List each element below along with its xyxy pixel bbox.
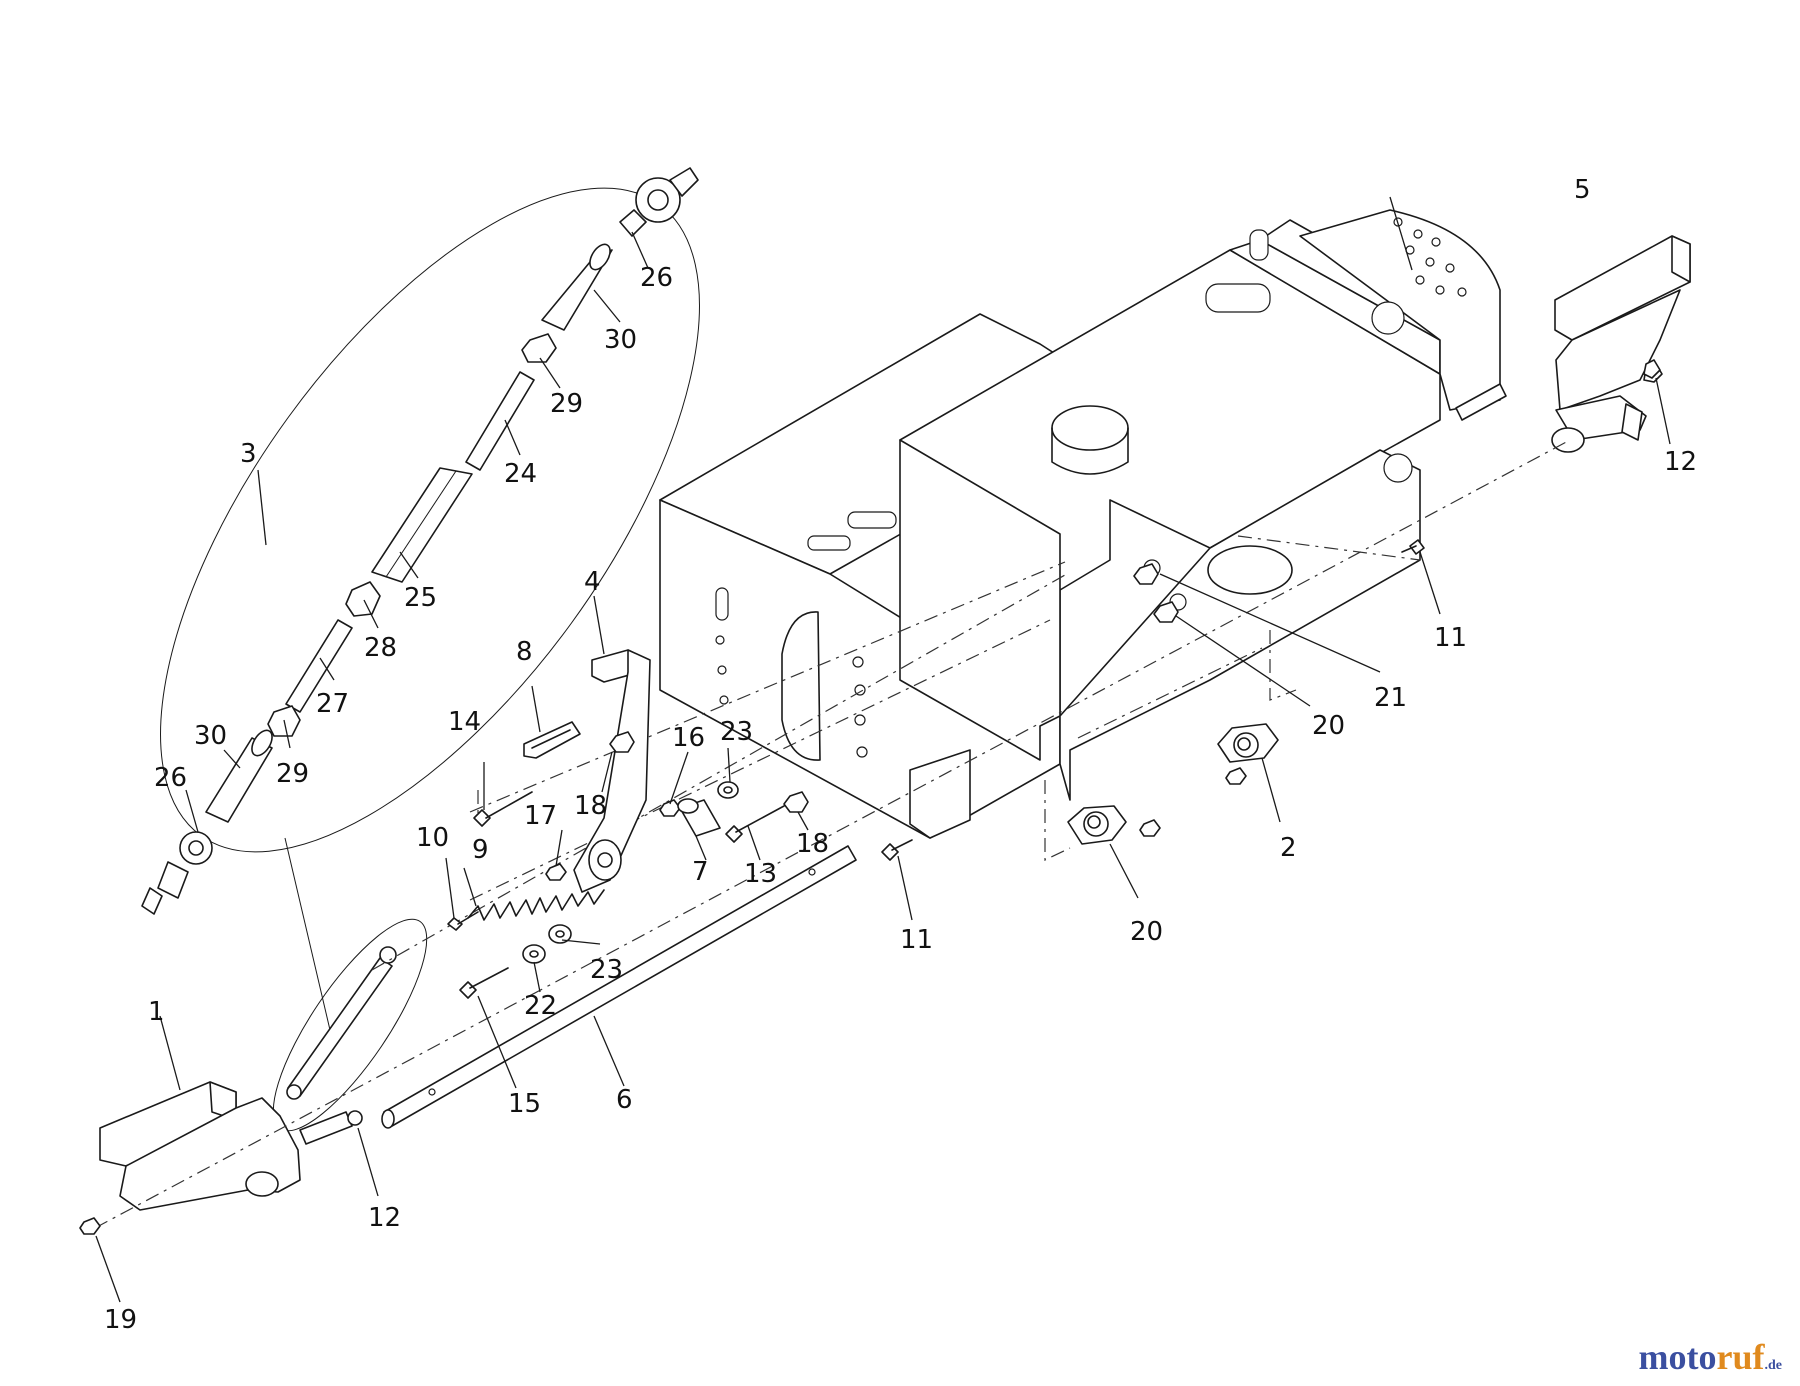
callout-21: 21: [1374, 683, 1407, 713]
nut-19: [79, 1217, 101, 1235]
right-pedal: [1551, 235, 1691, 453]
callout-8: 8: [516, 637, 533, 667]
callout-20-lower: 20: [1130, 917, 1163, 947]
callout-29-top: 29: [550, 389, 583, 419]
callout-3: 3: [240, 439, 257, 469]
leader-lines: [95, 196, 1671, 1303]
callout-5: 5: [1574, 175, 1591, 205]
callout-10: 10: [416, 823, 449, 853]
callout-13: 13: [744, 859, 777, 889]
callout-2: 2: [1280, 833, 1297, 863]
pin-12-right: [1643, 359, 1661, 379]
callout-18-right: 18: [796, 829, 829, 859]
callout-18-left: 18: [574, 791, 607, 821]
callout-28: 28: [364, 633, 397, 663]
callout-30-top: 30: [604, 325, 637, 355]
brake-lever: [447, 539, 1425, 999]
callout-26-top: 26: [640, 263, 673, 293]
callout-11-left: 11: [900, 925, 933, 955]
callout-19: 19: [104, 1305, 137, 1335]
callout-22: 22: [524, 991, 557, 1021]
callout-25: 25: [404, 583, 437, 613]
callout-14: 14: [448, 707, 481, 737]
callout-1: 1: [148, 997, 165, 1027]
callout-15: 15: [508, 1089, 541, 1119]
callout-17: 17: [524, 801, 557, 831]
cross-shaft: [381, 845, 857, 1129]
callout-30-bottom: 30: [194, 721, 227, 751]
callout-6: 6: [616, 1085, 633, 1115]
callout-12-right: 12: [1664, 447, 1697, 477]
callout-20-upper: 20: [1312, 711, 1345, 741]
callout-16: 16: [672, 723, 705, 753]
assembly-axes: [94, 439, 1571, 1229]
pedal-linkage: [286, 946, 397, 1100]
callout-27: 27: [316, 689, 349, 719]
callout-12-left: 12: [368, 1203, 401, 1233]
callout-7: 7: [692, 857, 709, 887]
callout-23-top: 23: [720, 717, 753, 747]
callout-labels: 26 30 29 24 3 25 28 27 30 29 26 4 8 14 1…: [104, 175, 1697, 1335]
callout-11-right: 11: [1434, 623, 1467, 653]
callout-4: 4: [584, 567, 601, 597]
chassis-frame: [659, 209, 1507, 861]
callout-23-bottom: 23: [590, 955, 623, 985]
callout-26-bottom: 26: [154, 763, 187, 793]
watermark-logo: motoruf.de: [1638, 1337, 1782, 1377]
callout-24: 24: [504, 459, 537, 489]
linkage-parts: [141, 167, 699, 915]
left-pedal: [99, 1081, 363, 1211]
callout-29-bottom: 29: [276, 759, 309, 789]
callout-9: 9: [472, 835, 489, 865]
